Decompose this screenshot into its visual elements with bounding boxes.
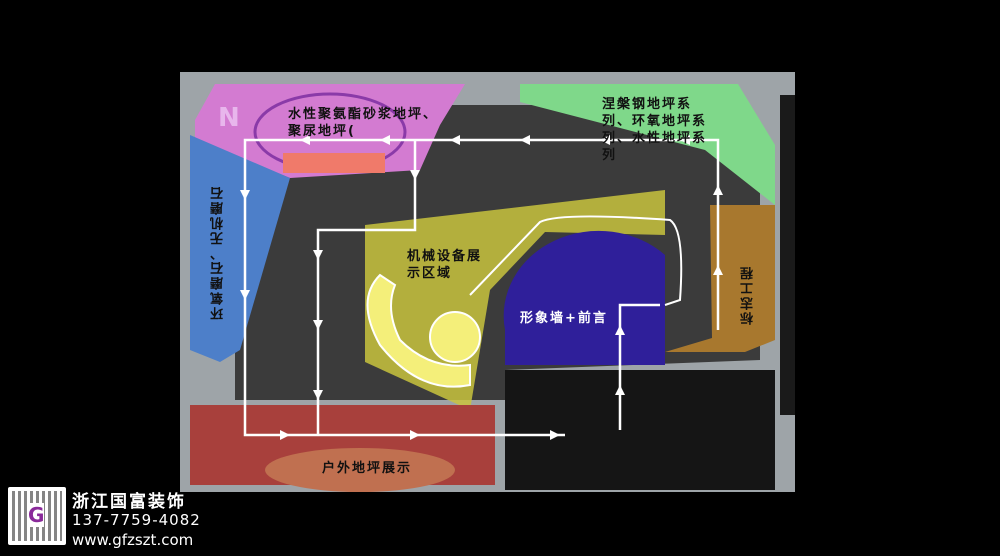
red-zone-label: 户外地坪展示 — [322, 461, 413, 476]
purple-zone-label: 形象墙+前言 — [520, 311, 608, 326]
yellow-zone-label: 机械设备展示区域 — [407, 249, 483, 281]
brand-website[interactable]: www.gfzszt.com — [72, 531, 194, 549]
qr-code-icon: G — [8, 487, 66, 545]
brand-block: G 浙江国富装饰 137-7759-4082 www.gfzszt.com — [8, 487, 220, 549]
orange-zone — [665, 205, 775, 352]
pink-bench — [283, 153, 385, 173]
north-icon: N — [218, 103, 240, 133]
display-curve — [366, 273, 471, 388]
green-zone — [520, 84, 775, 205]
pink-zone — [195, 84, 465, 178]
purple-zone — [503, 230, 665, 365]
blue-zone-label: 环氧磨石、无机磨石 — [211, 185, 226, 320]
pink-zone-label: 水性聚氨酯砂浆地坪、聚尿地坪( — [288, 107, 439, 139]
red-oval — [265, 448, 455, 492]
brand-phone: 137-7759-4082 — [72, 511, 201, 529]
orange-zone-label: 标志工程 — [741, 265, 756, 325]
route-arrowheads — [240, 135, 723, 440]
blue-zone — [190, 135, 290, 362]
wall-strip — [780, 95, 795, 415]
brand-name: 浙江国富装饰 — [72, 492, 186, 512]
display-round — [429, 311, 481, 363]
green-zone-label: 涅槃钢地坪系列、环氧地坪系列、水性地坪系列 — [602, 97, 708, 163]
dark-block — [505, 370, 775, 490]
qr-logo: G — [28, 503, 45, 527]
